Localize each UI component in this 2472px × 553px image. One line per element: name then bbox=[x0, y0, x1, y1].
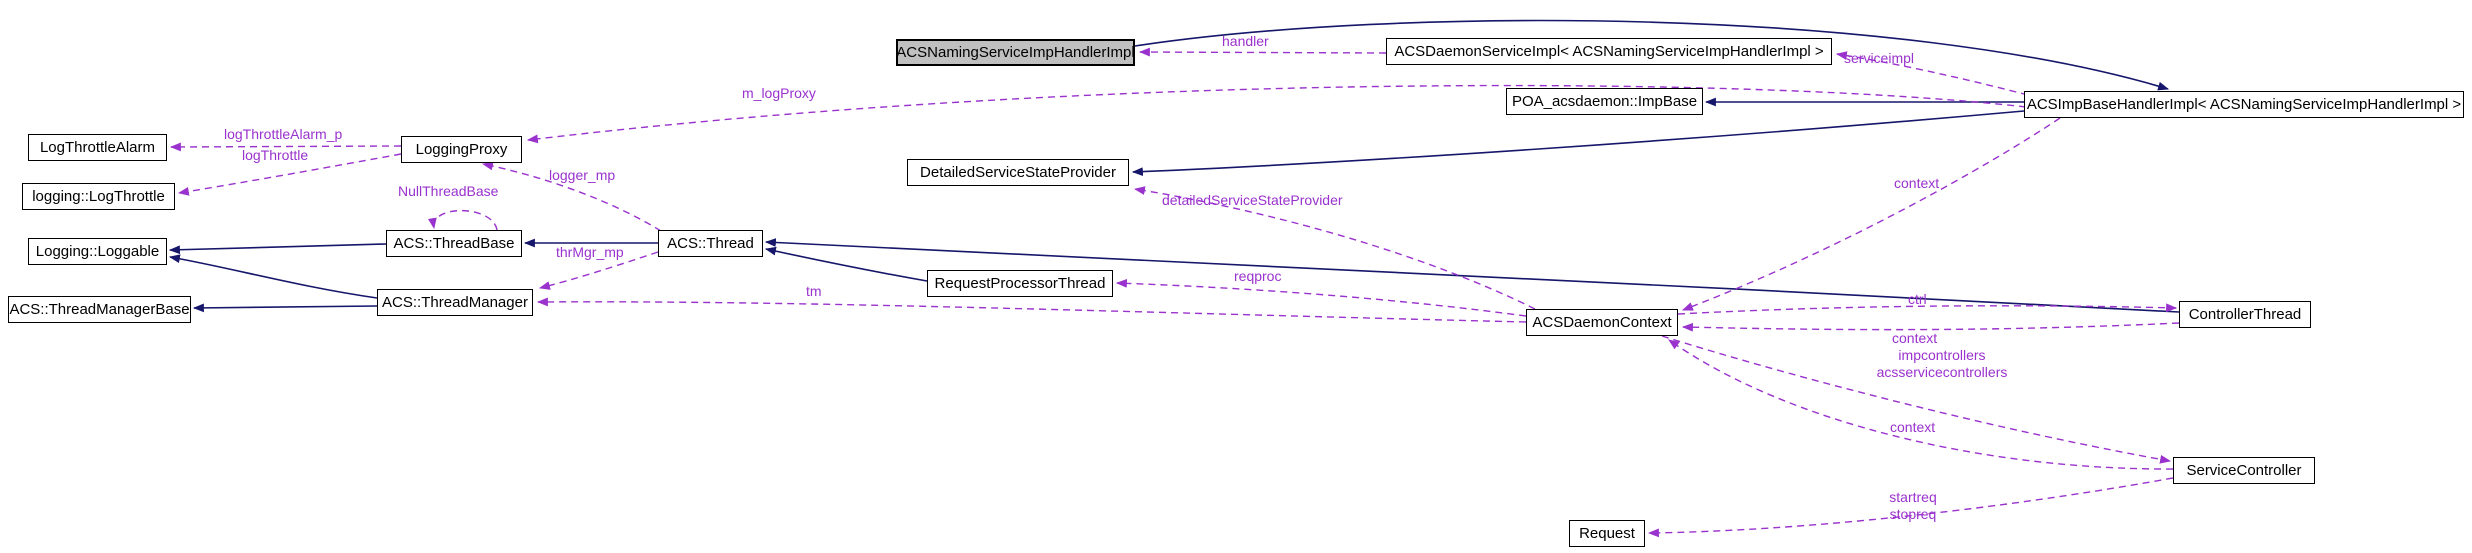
node-log-throttle-alarm[interactable]: LogThrottleAlarm bbox=[28, 134, 167, 161]
node-acs-thread[interactable]: ACS::Thread bbox=[658, 230, 763, 257]
node-logging-log-throttle[interactable]: logging::LogThrottle bbox=[22, 183, 175, 210]
edge-inherit-naming-to-impbasehandler bbox=[1134, 19, 2170, 91]
edge-logthrottlealarm-p bbox=[169, 142, 402, 152]
edge-label-thrmgr-mp: thrMgr_mp bbox=[556, 244, 624, 260]
edge-label-detailedservicestateprovider: detailedServiceStateProvider bbox=[1162, 192, 1343, 208]
node-acs-daemon-context[interactable]: ACSDaemonContext bbox=[1526, 309, 1678, 336]
edge-startreq-stopreq bbox=[1647, 477, 2174, 538]
node-acs-naming-service-imp-handler-impl[interactable]: ACSNamingServiceImpHandlerImpl bbox=[896, 39, 1135, 66]
edge-handler bbox=[1138, 47, 1387, 57]
node-acs-thread-base[interactable]: ACS::ThreadBase bbox=[386, 230, 522, 257]
edge-label-context-3: context bbox=[1890, 419, 1936, 435]
edge-label-nullthreadbase: NullThreadBase bbox=[398, 183, 499, 199]
edge-label-startreq-stopreq: startreq stopreq bbox=[1889, 489, 1937, 522]
node-logging-loggable[interactable]: Logging::Loggable bbox=[28, 238, 167, 265]
edge-label-m-logproxy: m_logProxy bbox=[742, 85, 816, 101]
edge-label-context-2: context bbox=[1892, 330, 1938, 346]
node-acs-daemon-service-impl[interactable]: ACSDaemonServiceImpl< ACSNamingServiceIm… bbox=[1386, 38, 1832, 65]
edge-logthrottle bbox=[177, 153, 402, 196]
node-service-controller[interactable]: ServiceController bbox=[2173, 457, 2315, 484]
edge-label-impcontrollers-acsservicecontrollers: impcontrollers acsservicecontrollers bbox=[1876, 347, 2008, 380]
edges bbox=[168, 19, 2180, 538]
edge-inherit-requestprocessorthread-to-thread bbox=[764, 246, 928, 282]
node-acs-thread-manager-base[interactable]: ACS::ThreadManagerBase bbox=[8, 296, 191, 323]
edge-label-logthrottle: logThrottle bbox=[242, 147, 309, 163]
edge-label-logthrottlealarm-p: logThrottleAlarm_p bbox=[224, 126, 343, 142]
edge-detailedservicestateprovider bbox=[1133, 186, 1536, 310]
node-detailed-service-state-provider[interactable]: DetailedServiceStateProvider bbox=[907, 159, 1129, 186]
edge-context-servicecontroller bbox=[1668, 339, 2174, 470]
edge-inherit-impbasehandler-to-dssp bbox=[1131, 110, 2025, 176]
edge-label-tm: tm bbox=[806, 283, 822, 299]
edge-label-reqproc: reqproc bbox=[1234, 268, 1282, 284]
node-acs-imp-base-handler-impl[interactable]: ACSImpBaseHandlerImpl< ACSNamingServiceI… bbox=[2024, 91, 2464, 118]
node-request-processor-thread[interactable]: RequestProcessorThread bbox=[927, 270, 1113, 297]
edge-inherit-threadmanager-to-threadmanagerbase bbox=[192, 303, 378, 313]
edge-ctrl bbox=[1677, 303, 2178, 315]
edge-reqproc bbox=[1115, 278, 1527, 317]
edge-thrmgr-mp bbox=[538, 251, 659, 290]
edge-label-serviceimpl: serviceimpl bbox=[1844, 50, 1915, 66]
edge-serviceimpl bbox=[1835, 51, 2029, 96]
edge-label-ctrl: ctrl bbox=[1908, 291, 1927, 307]
node-logging-proxy[interactable]: LoggingProxy bbox=[401, 136, 522, 163]
edge-m-logproxy bbox=[526, 84, 2027, 144]
node-request[interactable]: Request bbox=[1569, 520, 1645, 547]
edge-context-impbasehandler bbox=[1681, 117, 2061, 311]
edge-tm bbox=[536, 297, 1527, 323]
node-controller-thread[interactable]: ControllerThread bbox=[2179, 301, 2311, 328]
edge-inherit-controllerthread-to-thread bbox=[764, 238, 2180, 313]
edge-label-logger-mp: logger_mp bbox=[549, 167, 616, 183]
edge-label-handler: handler bbox=[1222, 33, 1269, 49]
edge-inherit-threadbase-to-loggable bbox=[168, 243, 387, 255]
node-poa-acsdaemon-impbase[interactable]: POA_acsdaemon::ImpBase bbox=[1506, 88, 1703, 115]
edge-label-context-1: context bbox=[1894, 175, 1940, 191]
node-acs-thread-manager[interactable]: ACS::ThreadManager bbox=[377, 289, 533, 316]
edge-nullthreadbase-loop bbox=[428, 209, 498, 231]
edge-context-controllerthread bbox=[1681, 322, 2180, 332]
edge-inherit-threadmanager-to-loggable bbox=[168, 254, 378, 299]
